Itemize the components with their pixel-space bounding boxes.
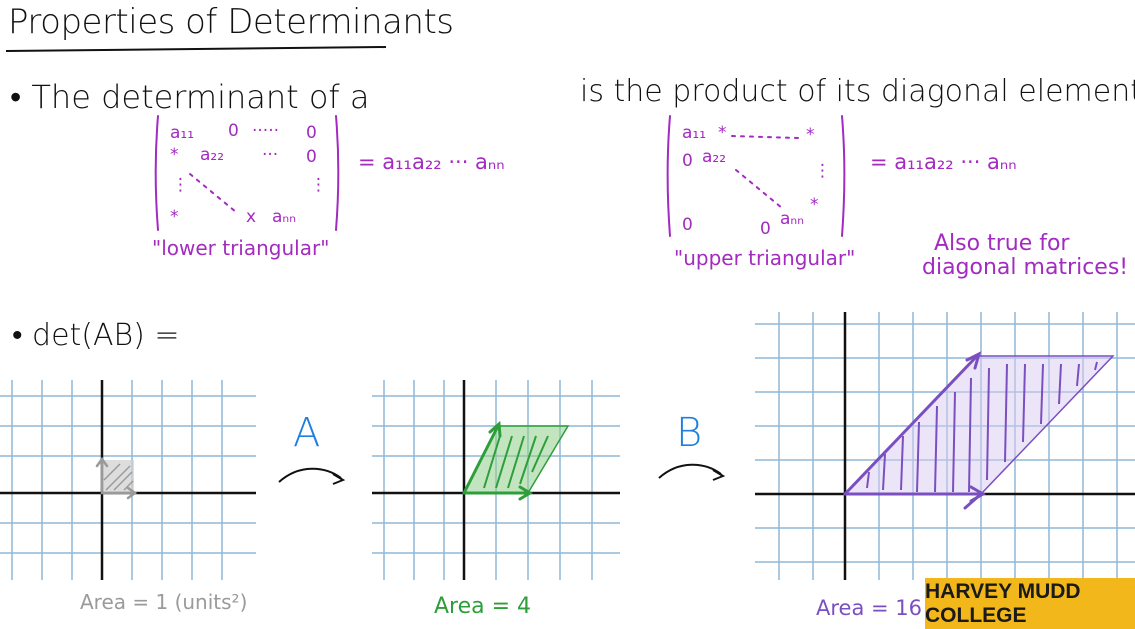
grid-after-b (755, 312, 1135, 580)
harvey-mudd-logo: HARVEY MUDD COLLEGE (925, 578, 1135, 629)
lower-zero-2: 0 (306, 123, 317, 143)
transform-b-label: B (676, 410, 703, 456)
diagonal-note: Also true for diagonal matrices! (922, 231, 1128, 280)
upper-star-3: * (810, 195, 819, 215)
transform-a-label: A (293, 410, 321, 456)
grid-after-a (372, 380, 620, 580)
lower-vdots-1: ⋮ (172, 175, 189, 195)
lower-vdots-2: ⋮ (310, 175, 327, 195)
page-title: Properties of Determinants (8, 2, 454, 42)
lower-x: x (246, 207, 256, 227)
upper-triangular-matrix: a₁₁ * * 0 a₂₂ ⋮ * 0 0 aₙₙ (666, 115, 846, 239)
lower-dots-2: ··· (262, 145, 278, 165)
upper-zero-2: 0 (682, 215, 693, 235)
upper-star-1: * (718, 123, 727, 143)
lower-zero-1: 0 (228, 121, 239, 141)
lower-a11: a₁₁ (170, 123, 194, 143)
upper-ann: aₙₙ (780, 209, 804, 229)
upper-zero-3: 0 (760, 219, 771, 239)
lower-equals: = a₁₁a₂₂ ··· aₙₙ (358, 150, 505, 174)
bullet-determinant-intro: • The determinant of a (10, 78, 370, 116)
upper-triangular-label: "upper triangular" (674, 246, 856, 270)
title-underline (5, 46, 387, 52)
bullet-determinant-conclusion: is the product of its diagonal elements. (580, 74, 1135, 109)
lower-ann: aₙₙ (272, 207, 296, 227)
lower-star-2: * (170, 207, 179, 227)
arrow-transform-a (278, 467, 346, 485)
area-after-a-caption: Area = 4 (434, 594, 532, 619)
grid-unit-square (0, 380, 256, 580)
diagonal-note-line1: Also true for (934, 231, 1070, 256)
arrow-transform-b (658, 463, 726, 481)
lower-a22: a₂₂ (200, 145, 224, 165)
upper-a22: a₂₂ (702, 147, 726, 167)
area-after-b-caption: Area = 16 (816, 596, 922, 620)
lower-star-1: * (170, 145, 179, 165)
upper-equals: = a₁₁a₂₂ ··· aₙₙ (870, 150, 1017, 174)
diagonal-note-line2: diagonal matrices! (922, 255, 1129, 281)
lower-dots-1: ····· (252, 121, 279, 141)
lower-triangular-label: "lower triangular" (152, 236, 330, 260)
area-unit-caption: Area = 1 (units²) (80, 590, 248, 614)
upper-zero-1: 0 (682, 151, 693, 171)
upper-a11: a₁₁ (682, 123, 706, 143)
bullet-det-ab: • det(AB) = (12, 318, 180, 353)
lower-zero-3: 0 (306, 147, 317, 167)
upper-vdots: ⋮ (814, 161, 831, 181)
lower-triangular-matrix: a₁₁ 0 ····· 0 * a₂₂ ··· 0 ⋮ ⋮ * x aₙₙ (154, 115, 340, 231)
upper-star-2: * (806, 125, 815, 145)
